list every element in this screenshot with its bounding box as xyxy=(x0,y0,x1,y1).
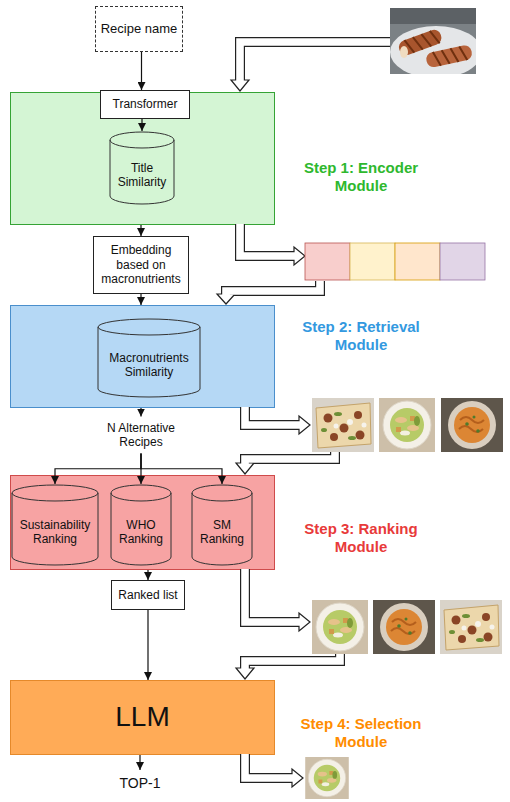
step-label: Step 4: Selection Module xyxy=(291,715,431,751)
food-photo xyxy=(305,757,349,799)
step-label: Step 1: Encoder Module xyxy=(291,159,431,195)
food-photo xyxy=(390,8,482,78)
database-cylinder: WHO Ranking xyxy=(110,484,172,566)
database-cylinder: SM Ranking xyxy=(191,484,253,566)
hollow-arrow xyxy=(240,42,392,83)
text-node: TOP-1 xyxy=(110,770,170,796)
node-label: Transformer xyxy=(113,97,178,111)
hollow-arrow xyxy=(245,569,302,622)
flow-arrow xyxy=(140,408,141,417)
food-photo xyxy=(441,398,503,452)
flow-arrow xyxy=(141,52,142,90)
flow-arrow xyxy=(140,225,141,236)
hollow-arrow xyxy=(245,754,295,778)
module-panel: LLMStep 4: Selection Module xyxy=(10,680,275,755)
cylinder-top xyxy=(192,485,252,501)
node-label: SM Ranking xyxy=(195,518,249,547)
database-cylinder: Sustainability Ranking xyxy=(11,484,99,566)
cylinder-top xyxy=(111,485,171,501)
hollow-arrow xyxy=(245,569,300,622)
node-label: Title Similarity xyxy=(113,161,171,190)
cylinder-body xyxy=(12,493,98,565)
database-cylinder: Macronutrients Similarity xyxy=(97,318,201,398)
food-photo xyxy=(373,600,435,654)
hollow-arrow xyxy=(240,224,297,256)
hollow-arrow xyxy=(245,407,300,425)
hollow-arrow xyxy=(245,653,340,671)
flow-arrow xyxy=(139,755,140,770)
node-label: Macronutrients Similarity xyxy=(102,351,196,380)
module-panel: Macronutrients SimilarityStep 2: Retriev… xyxy=(10,305,275,408)
hollow-arrow xyxy=(245,407,302,425)
hollow-arrow xyxy=(245,653,340,669)
hollow-arrow-head xyxy=(294,247,305,265)
hollow-arrow-head xyxy=(299,613,310,631)
food-photo xyxy=(379,398,435,452)
hollow-arrow-head xyxy=(292,769,303,787)
embedding-vector xyxy=(305,243,485,280)
node-label: WHO Ranking xyxy=(114,518,168,547)
node-label: TOP-1 xyxy=(120,775,161,792)
food-photo xyxy=(312,600,368,654)
hollow-arrow-head xyxy=(236,463,254,474)
model-label: LLM xyxy=(11,701,274,733)
cylinder-body xyxy=(110,140,174,204)
vector-cell xyxy=(440,243,485,280)
vector-cell xyxy=(305,243,350,280)
vector-cell xyxy=(350,243,395,280)
hollow-arrow-head xyxy=(231,80,249,91)
cylinder-top xyxy=(110,132,174,148)
process-box: Ranked list xyxy=(111,580,185,610)
vector-cell xyxy=(395,243,440,280)
hollow-arrow xyxy=(245,754,293,778)
step-label: Step 3: Ranking Module xyxy=(291,520,431,556)
hollow-arrow-head xyxy=(299,416,310,434)
hollow-arrow-head xyxy=(217,294,235,304)
flow-arrow xyxy=(147,570,148,580)
flow-arrow xyxy=(140,294,141,305)
cylinder-top xyxy=(12,485,98,501)
food-photo xyxy=(440,600,502,654)
hollow-arrow xyxy=(245,451,335,464)
cylinder-body xyxy=(111,493,171,565)
database-cylinder: Title Similarity xyxy=(109,131,175,205)
hollow-arrow-head xyxy=(236,668,254,679)
food-photo xyxy=(312,398,374,452)
cylinder-body xyxy=(98,327,200,397)
process-box: Transformer xyxy=(100,90,190,119)
hollow-arrow xyxy=(245,451,335,466)
node-label: N Alternative Recipes xyxy=(99,421,183,450)
cylinder-top xyxy=(98,319,200,335)
node-label: Sustainability Ranking xyxy=(15,518,95,547)
flow-arrow xyxy=(147,610,148,680)
cylinder-body xyxy=(192,493,252,565)
step-label: Step 2: Retrieval Module xyxy=(291,318,431,354)
module-panel: Sustainability Ranking WHO Ranking SM Rank… xyxy=(10,475,275,570)
input-box: Recipe name xyxy=(95,6,183,52)
text-node: N Alternative Recipes xyxy=(95,417,187,454)
hollow-arrow xyxy=(226,281,320,297)
node-label: Embedding based on macronutrients xyxy=(99,243,183,286)
hollow-arrow xyxy=(240,42,392,81)
node-label: Recipe name xyxy=(101,21,178,37)
module-panel: TransformerTitle SimilarityStep 1: Encod… xyxy=(10,92,275,225)
hollow-arrow xyxy=(240,224,295,256)
node-label: Ranked list xyxy=(118,588,177,602)
process-box: Embedding based on macronutrients xyxy=(93,236,189,294)
hollow-arrow xyxy=(226,281,320,295)
